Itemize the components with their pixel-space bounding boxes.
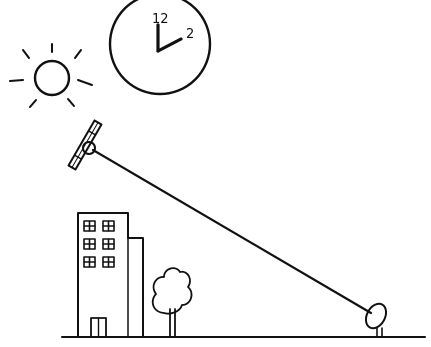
satellite-icon [67, 119, 103, 171]
clock-label-2: 2 [186, 27, 194, 42]
building-icon [77, 212, 144, 338]
sun-icon [9, 43, 93, 108]
signal-beam [91, 148, 373, 315]
satellite-body [82, 141, 96, 155]
building-windows [83, 220, 115, 268]
satellite-dish-icon [364, 302, 388, 338]
clock-label-12: 12 [152, 12, 169, 27]
clock-icon: 12 2 [108, 0, 212, 96]
tree-icon [151, 267, 193, 338]
clock-hour-hand [156, 37, 183, 53]
